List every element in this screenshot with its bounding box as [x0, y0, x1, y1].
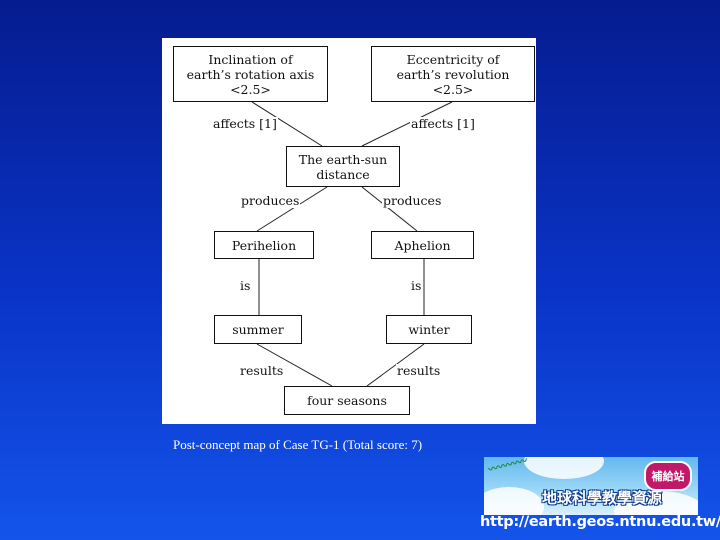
figure-caption: Post-concept map of Case TG-1 (Total sco… — [173, 437, 423, 452]
link-label-results-left: results — [239, 363, 285, 378]
cloud-shape — [484, 487, 544, 515]
link-label-produces-left: produces — [240, 193, 301, 208]
node-eccentricity: Eccentricity of earth’s revolution <2.5> — [371, 46, 535, 102]
logo-title: 地球科學教學資源 — [542, 489, 663, 507]
node-inclination: Inclination of earth’s rotation axis <2.… — [173, 46, 328, 102]
connector-distance-aphelion — [361, 186, 418, 232]
node-summer: summer — [214, 315, 302, 344]
link-label-affects-left: affects [1] — [212, 116, 278, 131]
node-earth-sun-distance: The earth-sun distance — [286, 146, 400, 187]
node-winter: winter — [386, 315, 472, 344]
link-label-produces-right: produces — [382, 193, 443, 208]
cloud-shape — [524, 457, 604, 479]
site-logo-banner[interactable]: 〰〰〰〰 地球科學教學資源 補給站 — [484, 457, 698, 515]
connector-summer-seasons — [256, 343, 333, 387]
node-four-seasons: four seasons — [284, 386, 410, 415]
connector-distance-perihelion — [256, 186, 328, 232]
connector-lines — [251, 101, 453, 387]
link-label-is-right: is — [410, 278, 423, 293]
node-aphelion: Aphelion — [371, 231, 474, 259]
site-url-link[interactable]: http://earth.geos.ntnu.edu.tw/ — [480, 514, 720, 530]
connector-eccentricity-distance — [361, 101, 453, 147]
concept-map: Inclination of earth’s rotation axis <2.… — [162, 38, 536, 424]
connector-winter-seasons — [366, 343, 425, 387]
logo-badge: 補給站 — [644, 461, 692, 491]
node-perihelion: Perihelion — [214, 231, 314, 259]
connector-inclination-distance — [251, 101, 323, 147]
logo-arc-text-icon: 〰〰〰〰 — [487, 457, 529, 476]
link-label-results-right: results — [396, 363, 442, 378]
link-label-is-left: is — [239, 278, 252, 293]
link-label-affects-right: affects [1] — [410, 116, 476, 131]
